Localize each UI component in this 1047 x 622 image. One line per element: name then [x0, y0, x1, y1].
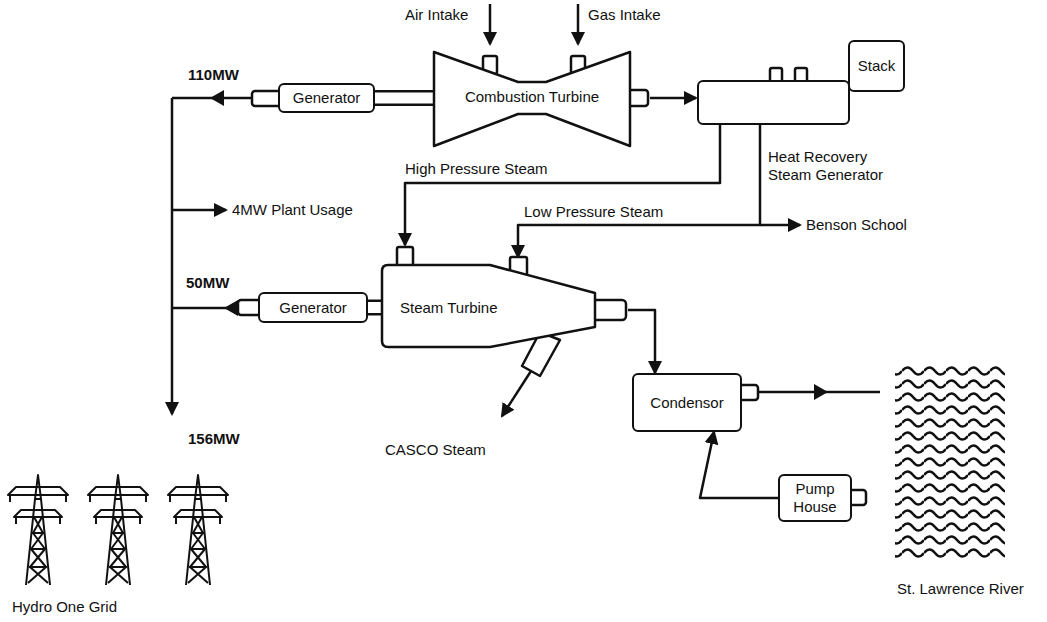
river: [895, 363, 1005, 560]
power-value: 156MW: [188, 430, 240, 448]
steam-turbine: Steam Turbine: [380, 245, 628, 350]
steam-turbine-outline: [380, 245, 628, 350]
plain-label: CASCO Steam: [385, 441, 486, 459]
node-label: Heat Recovery Steam Generator: [768, 148, 893, 184]
stack-box: Stack: [848, 40, 905, 92]
flow-line: [628, 310, 655, 373]
node-label: Steam Turbine: [400, 299, 498, 317]
shaft-fill: [368, 302, 382, 313]
plain-label: Hydro One Grid: [12, 598, 117, 616]
edge-label: High Pressure Steam: [403, 160, 550, 178]
flow-connector: [650, 98, 696, 99]
node-label: Condensor: [650, 394, 723, 412]
casco-line: [502, 371, 531, 416]
condensor-box: Condensor: [632, 373, 742, 432]
arrow-head: [224, 300, 238, 316]
flow-connector: [518, 125, 760, 257]
node-label: Pump House: [786, 480, 844, 516]
generator-box: Generator: [258, 292, 368, 323]
arrow-head: [814, 384, 828, 400]
shaft-outline: [368, 300, 382, 316]
flow-line: [405, 125, 720, 245]
plain-label: Air Intake: [405, 6, 468, 24]
tower: [8, 475, 68, 585]
flow-connector: [700, 432, 778, 498]
node-label: Generator: [293, 89, 361, 107]
intake-arrows: [490, 4, 578, 44]
edge-label: Low Pressure Steam: [522, 203, 665, 221]
arrow-head: [210, 90, 224, 106]
node-label: Generator: [279, 299, 347, 317]
shaft-connector: [375, 98, 434, 99]
pump-house-box: Pump House: [778, 474, 852, 522]
node-label: Stack: [858, 57, 896, 75]
plain-label: St. Lawrence River: [897, 580, 1024, 598]
plain-label: 4MW Plant Usage: [232, 201, 353, 219]
tower: [168, 475, 228, 585]
shaft-fill: [375, 93, 434, 104]
flow-connector: [628, 310, 655, 373]
generator-box: Generator: [278, 83, 375, 113]
node-label: Combustion Turbine: [432, 88, 632, 106]
shaft-outline: [375, 90, 434, 106]
power-value: 110MW: [188, 66, 239, 84]
plain-label: Gas Intake: [588, 6, 661, 24]
power-bus: [172, 98, 254, 414]
power-value: 50MW: [186, 274, 229, 292]
shaft-connector: [368, 307, 382, 308]
flow-line: [650, 97, 696, 100]
flow-line: [700, 432, 778, 498]
flow-line: [518, 125, 760, 257]
hrsg-box: Heat Recovery Steam Generator: [697, 80, 850, 125]
benson-line: [760, 224, 800, 227]
flow-connector: [405, 125, 720, 245]
tower: [88, 475, 148, 585]
plain-label: Benson School: [806, 216, 907, 234]
combustion-turbine: Combustion Turbine: [432, 48, 650, 150]
